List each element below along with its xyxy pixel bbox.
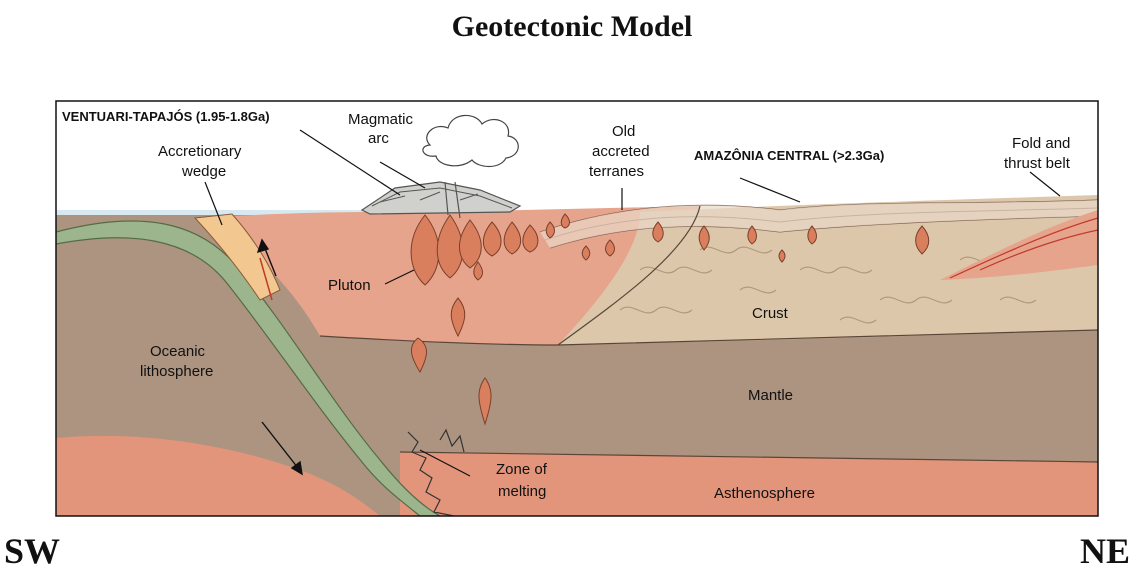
label-crust: Crust [752,305,789,322]
label-melting-2: melting [498,483,546,500]
label-old-terranes-1: Old [612,123,635,140]
label-magmatic-arc-2: arc [368,130,389,147]
label-ventuari-tapajos: VENTUARI-TAPAJÓS (1.95-1.8Ga) [62,109,270,124]
label-melting-1: Zone of [496,461,548,478]
label-old-terranes-2: accreted [592,143,650,160]
label-asthenosphere: Asthenosphere [714,485,815,502]
label-magmatic-arc-1: Magmatic [348,111,414,128]
direction-ne: NE [1080,530,1130,572]
label-wedge-1: Accretionary [158,143,242,160]
label-amazonia-central: AMAZÔNIA CENTRAL (>2.3Ga) [694,148,884,163]
label-wedge-2: wedge [181,163,226,180]
label-fold-2: thrust belt [1004,155,1071,172]
label-old-terranes-3: terranes [589,163,644,180]
direction-sw: SW [4,530,60,572]
label-oceanic-2: lithosphere [140,363,213,380]
label-mantle: Mantle [748,387,793,404]
label-oceanic-1: Oceanic [150,343,206,360]
label-pluton: Pluton [328,277,371,294]
label-fold-1: Fold and [1012,135,1070,152]
pluton [779,250,785,262]
